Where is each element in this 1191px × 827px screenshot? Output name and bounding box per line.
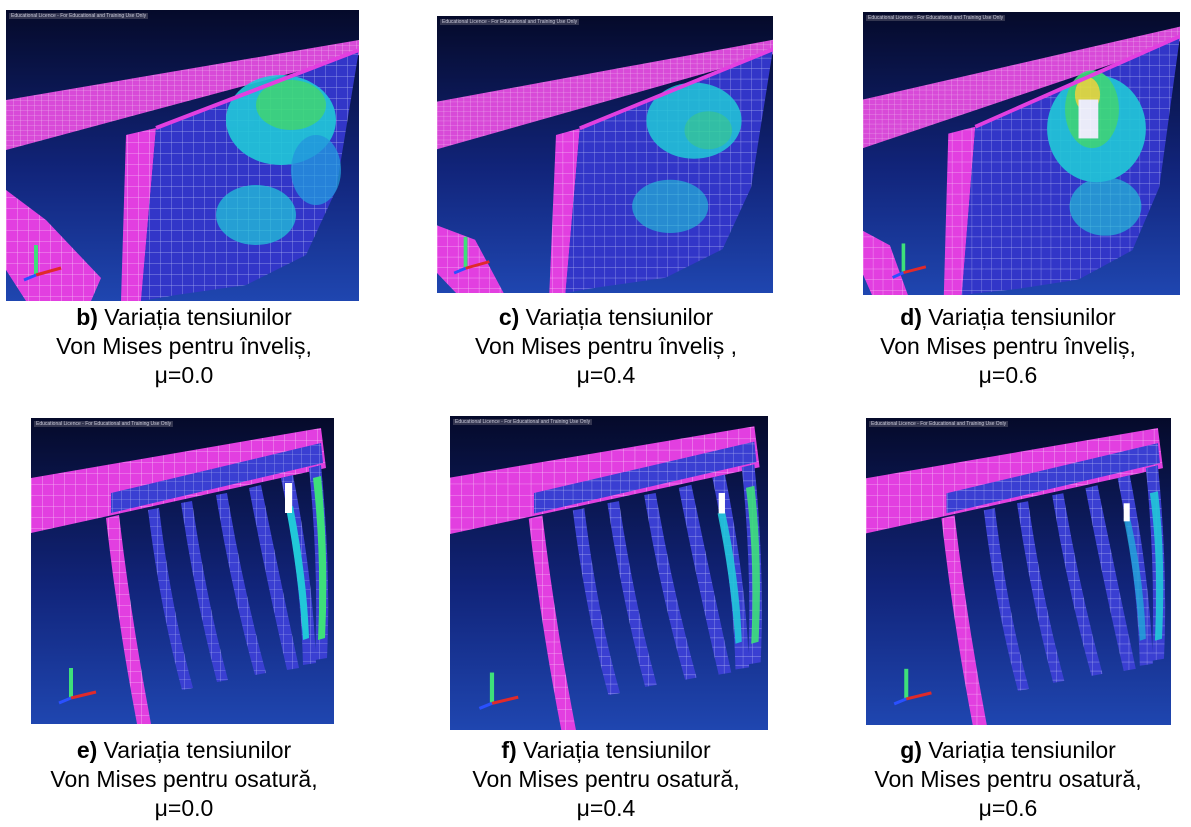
fem-model-render: [863, 12, 1180, 295]
license-watermark: Educational Licence - For Educational an…: [34, 421, 174, 427]
fem-model-render: [6, 10, 359, 301]
caption-line1: Variația tensiunilor: [519, 304, 714, 330]
axis-triad-icon: [893, 668, 932, 706]
caption-line1: Variația tensiunilor: [516, 737, 711, 763]
license-watermark: Educational Licence - For Educational an…: [869, 421, 1009, 427]
axis-triad-icon: [453, 236, 490, 275]
axis-triad-icon: [58, 668, 97, 705]
license-watermark: Educational Licence - For Educational an…: [9, 13, 149, 19]
caption-line1: Variația tensiunilor: [921, 737, 1116, 763]
shell-stress-plot-d: Educational Licence - For Educational an…: [863, 12, 1180, 295]
caption-line2: Von Mises pentru osatură,: [50, 766, 318, 792]
caption-letter: c): [498, 304, 520, 330]
caption-d: d) Variația tensiunilor Von Mises pentru…: [832, 303, 1184, 390]
caption-line3: μ=0.0: [154, 795, 214, 821]
caption-letter: b): [76, 304, 98, 330]
caption-line2: Von Mises pentru înveliș,: [880, 333, 1136, 359]
caption-letter: g): [900, 737, 922, 763]
frame-stress-plot-g: Educational Licence - For Educational an…: [866, 418, 1171, 725]
caption-line2: Von Mises pentru înveliș,: [56, 333, 312, 359]
caption-line1: Variația tensiunilor: [97, 737, 292, 763]
axis-triad-icon: [23, 245, 62, 282]
caption-line3: μ=0.4: [576, 362, 636, 388]
axis-triad-icon: [892, 243, 927, 279]
caption-line3: μ=0.6: [978, 795, 1038, 821]
caption-line1: Variația tensiunilor: [97, 304, 292, 330]
frame-stress-plot-f: Educational Licence - For Educational an…: [450, 416, 768, 730]
caption-e: e) Variația tensiunilor Von Mises pentru…: [0, 736, 368, 823]
caption-g: g) Variația tensiunilor Von Mises pentru…: [832, 736, 1184, 823]
license-watermark: Educational Licence - For Educational an…: [453, 419, 593, 425]
caption-line2: Von Mises pentru înveliș ,: [474, 333, 738, 359]
caption-f: f) Variația tensiunilor Von Mises pentru…: [420, 736, 792, 823]
caption-letter: f): [501, 737, 517, 763]
caption-line2: Von Mises pentru osatură,: [874, 766, 1142, 792]
caption-line2: Von Mises pentru osatură,: [472, 766, 740, 792]
caption-line3: μ=0.4: [576, 795, 636, 821]
caption-line1: Variația tensiunilor: [921, 304, 1116, 330]
frame-stress-plot-e: Educational Licence - For Educational an…: [31, 418, 334, 724]
fem-model-render: [450, 416, 768, 730]
caption-letter: e): [76, 737, 98, 763]
fem-model-render: [866, 418, 1171, 725]
caption-line3: μ=0.0: [154, 362, 214, 388]
fem-model-render: [437, 16, 773, 293]
axis-triad-icon: [478, 672, 519, 710]
license-watermark: Educational Licence - For Educational an…: [440, 19, 580, 25]
caption-letter: d): [900, 304, 922, 330]
caption-c: c) Variația tensiunilor Von Mises pentru…: [420, 303, 792, 390]
caption-line3: μ=0.6: [978, 362, 1038, 388]
fem-model-render: [31, 418, 334, 724]
license-watermark: Educational Licence - For Educational an…: [866, 15, 1006, 21]
shell-stress-plot-c: Educational Licence - For Educational an…: [437, 16, 773, 293]
shell-stress-plot-b: Educational Licence - For Educational an…: [6, 10, 359, 301]
caption-b: b) Variația tensiunilor Von Mises pentru…: [0, 303, 368, 390]
